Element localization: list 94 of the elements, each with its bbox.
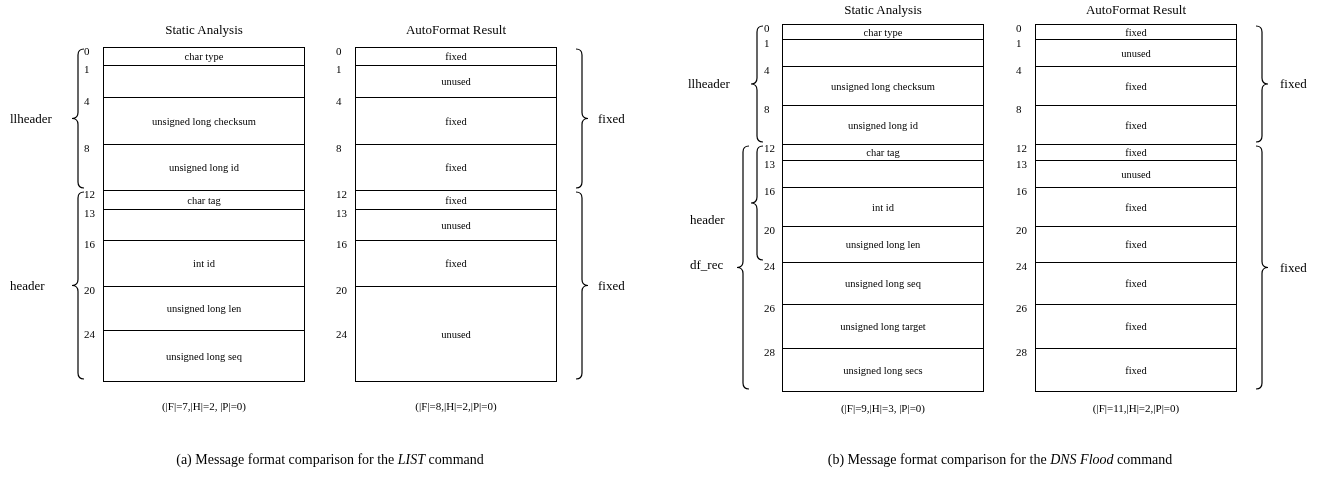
memory-field: unsigned long target <box>782 304 984 349</box>
byte-offset: 28 <box>1016 346 1027 358</box>
memory-field: fixed <box>1035 304 1237 349</box>
byte-offset: 8 <box>1016 103 1022 115</box>
byte-offset: 4 <box>84 95 90 107</box>
brace-label: llheader <box>688 76 730 92</box>
byte-offset: 8 <box>336 142 342 154</box>
byte-offset: 16 <box>84 238 95 250</box>
brace-label: header <box>10 277 45 294</box>
memory-field: unsigned long len <box>782 226 984 263</box>
memory-field: unused <box>355 209 557 241</box>
byte-offset: 13 <box>764 158 775 170</box>
byte-offset: 0 <box>764 22 770 34</box>
byte-offset: 4 <box>1016 64 1022 76</box>
byte-offset: 4 <box>336 95 342 107</box>
byte-offset: 24 <box>1016 260 1027 272</box>
empty-memory-field <box>103 65 305 98</box>
memory-field: fixed <box>1035 262 1237 305</box>
memory-field: unsigned long secs <box>782 348 984 392</box>
byte-offset: 20 <box>1016 224 1027 236</box>
byte-offset: 26 <box>1016 302 1027 314</box>
memory-field: unsigned long seq <box>782 262 984 305</box>
memory-field: fixed <box>355 144 557 191</box>
field-count: (|F|=9,|H|=3, |P|=0) <box>840 402 926 414</box>
memory-field: unused <box>355 65 557 98</box>
empty-memory-field <box>103 209 305 241</box>
byte-offset: 1 <box>336 63 342 75</box>
byte-offset: 28 <box>764 346 775 358</box>
memory-field: fixed <box>1035 348 1237 392</box>
memory-field: fixed <box>1035 24 1237 40</box>
byte-offset: 8 <box>764 103 770 115</box>
column-title: AutoFormat Result <box>1086 2 1186 18</box>
memory-field: unsigned long seq <box>103 330 305 382</box>
column-title: Static Analysis <box>844 2 922 18</box>
byte-offset: 0 <box>1016 22 1022 34</box>
memory-field: int id <box>782 187 984 227</box>
memory-field: char tag <box>103 190 305 210</box>
byte-offset: 24 <box>336 328 347 340</box>
memory-field: unsigned long id <box>103 144 305 191</box>
byte-offset: 16 <box>1016 185 1027 197</box>
byte-offset: 4 <box>764 64 770 76</box>
byte-offset: 13 <box>1016 158 1027 170</box>
memory-field: int id <box>103 240 305 287</box>
memory-field: unsigned long checksum <box>782 66 984 106</box>
memory-field: unused <box>355 286 557 382</box>
column-title: Static Analysis <box>165 22 243 38</box>
byte-offset: 12 <box>336 188 347 200</box>
memory-field: fixed <box>1035 66 1237 106</box>
empty-memory-field <box>782 39 984 67</box>
figure-caption: (a) Message format comparison for the LIST command <box>176 452 484 468</box>
field-count: (|F|=7,|H|=2, |P|=0) <box>161 400 247 412</box>
memory-field: unsigned long len <box>103 286 305 331</box>
byte-offset: 1 <box>1016 37 1022 49</box>
brace-label: header <box>690 212 725 228</box>
byte-offset: 1 <box>84 63 90 75</box>
byte-offset: 16 <box>764 185 775 197</box>
memory-field: fixed <box>355 240 557 287</box>
memory-field: unused <box>1035 39 1237 67</box>
byte-offset: 26 <box>764 302 775 314</box>
byte-offset: 0 <box>84 45 90 57</box>
byte-offset: 12 <box>764 142 775 154</box>
byte-offset: 13 <box>336 207 347 219</box>
byte-offset: 24 <box>764 260 775 272</box>
brace-label: fixed <box>598 110 625 127</box>
byte-offset: 20 <box>764 224 775 236</box>
figure-caption: (b) Message format comparison for the DNS Flood command <box>827 452 1173 468</box>
brace-label: llheader <box>10 110 52 127</box>
memory-field: unsigned long id <box>782 105 984 145</box>
byte-offset: 16 <box>336 238 347 250</box>
memory-field: fixed <box>355 190 557 210</box>
column-title: AutoFormat Result <box>406 22 506 38</box>
memory-field: fixed <box>1035 226 1237 263</box>
byte-offset: 12 <box>1016 142 1027 154</box>
byte-offset: 20 <box>336 284 347 296</box>
memory-field: fixed <box>1035 187 1237 227</box>
memory-field: unsigned long checksum <box>103 97 305 145</box>
brace-label: fixed <box>1280 76 1307 92</box>
brace-label: fixed <box>1280 259 1307 276</box>
byte-offset: 24 <box>84 328 95 340</box>
memory-field: fixed <box>355 97 557 145</box>
brace-label: fixed <box>598 277 625 294</box>
memory-field: fixed <box>1035 105 1237 145</box>
byte-offset: 8 <box>84 142 90 154</box>
byte-offset: 1 <box>764 37 770 49</box>
empty-memory-field <box>782 160 984 188</box>
memory-field: unused <box>1035 160 1237 188</box>
field-count: (|F|=11,|H|=2,|P|=0) <box>1092 402 1180 414</box>
byte-offset: 12 <box>84 188 95 200</box>
byte-offset: 13 <box>84 207 95 219</box>
memory-field: char type <box>782 24 984 40</box>
byte-offset: 20 <box>84 284 95 296</box>
byte-offset: 0 <box>336 45 342 57</box>
field-count: (|F|=8,|H|=2,|P|=0) <box>415 400 497 412</box>
brace-label: df_rec <box>690 257 724 273</box>
